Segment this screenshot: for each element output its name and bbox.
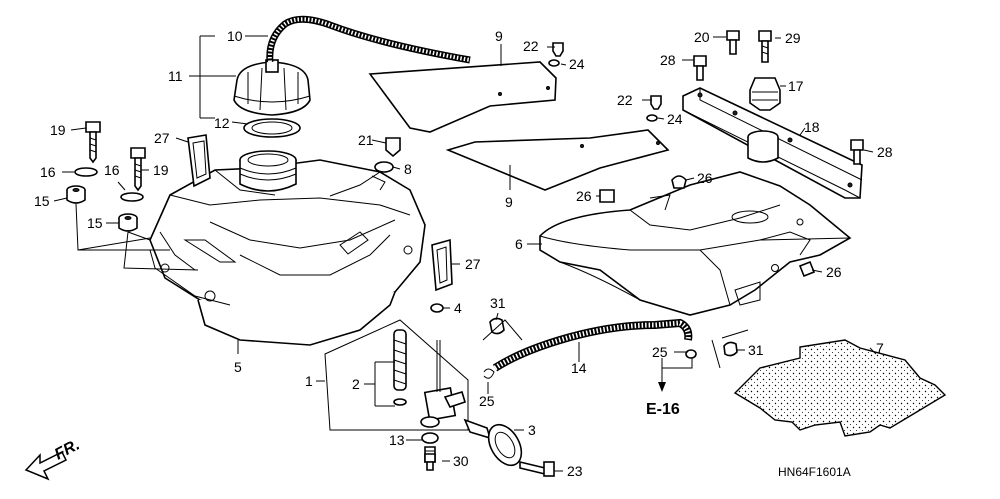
washer-24-mid bbox=[646, 114, 658, 122]
callout-4: 4 bbox=[454, 300, 462, 316]
diagram-code: HN64F1601A bbox=[778, 465, 851, 479]
callout-2: 2 bbox=[352, 376, 360, 392]
callout-16-right: 16 bbox=[104, 162, 120, 178]
fuel-line-inner bbox=[493, 320, 691, 371]
callout-7: 7 bbox=[876, 340, 884, 356]
callout-25-left: 25 bbox=[479, 393, 495, 409]
bracket-bar bbox=[682, 87, 863, 199]
callout-27-top: 27 bbox=[154, 130, 170, 146]
tank-pad-upper bbox=[368, 61, 557, 133]
callout-26-right: 26 bbox=[826, 264, 842, 280]
fuel-tank bbox=[149, 150, 426, 346]
callout-5: 5 bbox=[234, 359, 242, 375]
front-arrow: FR. bbox=[24, 436, 83, 481]
callout-28-left: 28 bbox=[660, 52, 676, 68]
callout-1: 1 bbox=[305, 373, 313, 389]
fuel-valve-assembly bbox=[324, 319, 555, 477]
bolt-22-mid bbox=[650, 95, 662, 110]
callout-16-left: 16 bbox=[40, 164, 56, 180]
callout-3: 3 bbox=[528, 422, 536, 438]
clip-26-left bbox=[599, 189, 615, 203]
callout-22-mid: 22 bbox=[617, 92, 633, 108]
callout-27-right: 27 bbox=[465, 256, 481, 272]
rubber-15-left bbox=[66, 185, 86, 204]
callout-31-left: 31 bbox=[490, 295, 506, 311]
callout-14: 14 bbox=[571, 360, 587, 376]
rubber-mount bbox=[749, 77, 781, 111]
callout-25-right: 25 bbox=[652, 344, 668, 360]
callout-24-mid: 24 bbox=[667, 111, 683, 127]
callout-18: 18 bbox=[804, 119, 820, 135]
heat-shield bbox=[733, 339, 947, 437]
bolt-28-left bbox=[693, 55, 707, 81]
clip-21 bbox=[385, 137, 401, 158]
grommet-8 bbox=[374, 161, 394, 173]
callouts: 10 11 12 9 22 24 22 24 9 19 16 15 16 19 … bbox=[34, 28, 893, 479]
callout-24-top: 24 bbox=[569, 56, 585, 72]
callout-15-right: 15 bbox=[87, 215, 103, 231]
washer-16-left bbox=[74, 167, 98, 177]
callout-23: 23 bbox=[567, 463, 583, 479]
callout-6: 6 bbox=[515, 236, 523, 252]
washer-24-top bbox=[548, 59, 560, 67]
washer-16-right bbox=[120, 192, 144, 202]
rubber-15-right bbox=[118, 213, 138, 232]
bolt-30 bbox=[424, 453, 436, 471]
callout-15-left: 15 bbox=[34, 193, 50, 209]
callout-17: 17 bbox=[788, 78, 804, 94]
bolt-28-right bbox=[850, 139, 864, 165]
fuel-cap bbox=[233, 59, 311, 138]
ref-e16[interactable]: E-16 bbox=[646, 401, 680, 418]
callout-19-right: 19 bbox=[153, 162, 169, 178]
callout-28-right: 28 bbox=[877, 144, 893, 160]
callout-10: 10 bbox=[227, 28, 243, 44]
bolt-19-left bbox=[85, 121, 101, 164]
callout-9-top: 9 bbox=[495, 28, 503, 44]
grommet-4 bbox=[430, 303, 444, 313]
callout-11: 11 bbox=[168, 68, 183, 84]
bolt-20 bbox=[726, 30, 740, 55]
leader-lines bbox=[53, 35, 877, 472]
callout-19-left: 19 bbox=[50, 122, 66, 138]
strap-27-top bbox=[187, 134, 211, 188]
strap-27-right bbox=[431, 238, 453, 292]
bolt-29 bbox=[758, 30, 772, 63]
tank-pad-lower bbox=[445, 129, 670, 191]
bolt-22-top bbox=[552, 42, 564, 57]
callout-26-left: 26 bbox=[576, 188, 592, 204]
callout-21: 21 bbox=[358, 132, 374, 148]
callout-31-right: 31 bbox=[748, 342, 764, 358]
clip-26-right bbox=[798, 260, 816, 278]
hose-clip-25-left bbox=[483, 368, 495, 379]
bolt-19-right bbox=[130, 147, 146, 192]
under-tray bbox=[539, 171, 852, 316]
callout-22-top: 22 bbox=[523, 38, 539, 54]
callout-29: 29 bbox=[785, 30, 801, 46]
callout-13: 13 bbox=[389, 432, 405, 448]
callout-8: 8 bbox=[404, 161, 412, 177]
callout-26-top: 26 bbox=[697, 170, 713, 186]
callout-20: 20 bbox=[694, 29, 710, 45]
hose-clip-31-right bbox=[723, 341, 738, 357]
hose-clip-25-right bbox=[685, 349, 697, 359]
callout-30: 30 bbox=[453, 453, 469, 469]
callout-12: 12 bbox=[214, 115, 230, 131]
breather-tube-inner bbox=[267, 17, 471, 63]
clip-26-top bbox=[671, 175, 687, 189]
callout-9-lower: 9 bbox=[505, 194, 513, 210]
